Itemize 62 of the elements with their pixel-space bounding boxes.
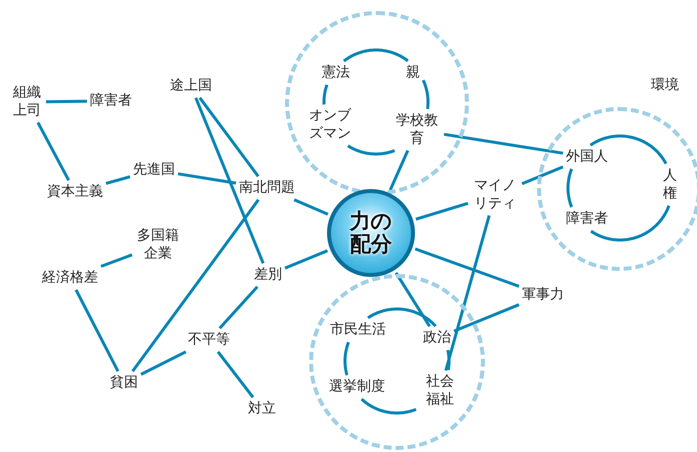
keyword-label: 資本主義 (47, 183, 103, 201)
keyword-label: 外国人 (566, 148, 608, 166)
connector-line (444, 215, 491, 371)
keyword-label: 組織上司 (11, 84, 43, 120)
keyword-label: 障害者 (566, 210, 608, 228)
keyword-label: 学校教育 (393, 112, 441, 148)
keyword-label: 先進国 (133, 161, 175, 179)
ring-arc-connector (342, 48, 409, 62)
ring-arc-connector (590, 134, 668, 164)
connector-line (521, 166, 564, 186)
keyword-label: 貧困 (110, 374, 138, 392)
ring-arc-connector (322, 84, 328, 106)
ring-arc-connector (422, 79, 430, 110)
keyword-label: 市民生活 (330, 321, 386, 339)
connector-line (453, 303, 520, 332)
connector-line (100, 253, 133, 268)
ring-arc-connector (347, 144, 396, 156)
keyword-label: 南北問題 (239, 179, 295, 197)
connector-line (178, 172, 236, 185)
ring-arc-connector (360, 398, 417, 414)
ring-arc-connector (590, 205, 670, 242)
connector-line (106, 175, 130, 185)
ring-arc-connector (367, 308, 437, 328)
keyword-label: 社会福祉 (420, 374, 460, 408)
dashed-group-circle (309, 274, 485, 450)
keyword-label: 障害者 (90, 92, 132, 110)
keyword-label: 不平等 (188, 331, 230, 349)
connector-line (218, 286, 258, 330)
topic-circle: 力の配分 (327, 189, 415, 277)
keyword-label: 親 (406, 64, 420, 82)
connector-line (444, 132, 564, 155)
connector-line (140, 350, 186, 376)
connector-line (216, 350, 254, 398)
connector-line (194, 97, 265, 264)
keyword-label: 選挙制度 (329, 378, 385, 396)
connector-line (46, 100, 88, 104)
ring-arc-connector (344, 341, 350, 376)
keyword-label: マイノリティ (471, 178, 519, 212)
connector-line (415, 202, 468, 221)
connector-line (74, 289, 120, 372)
keyword-label: 差別 (254, 266, 282, 284)
ring-arc-connector (566, 168, 574, 208)
connector-line (131, 198, 260, 372)
keyword-label: 経済格差 (42, 269, 98, 287)
connector-line (284, 249, 328, 270)
dashed-group-circle (537, 107, 697, 271)
keyword-label: オンブズマン (306, 108, 354, 142)
keyword-label: 多国籍企業 (135, 228, 181, 262)
keyword-label: 人権 (656, 168, 684, 202)
keyword-label: 対立 (248, 400, 276, 418)
connector-line (388, 150, 410, 191)
keyword-label: 憲法 (322, 64, 350, 82)
keyword-label: 環境 (651, 76, 679, 94)
connector-line (198, 96, 260, 178)
ring-arc-connector (446, 349, 450, 372)
keyword-label: 途上国 (170, 77, 212, 95)
keyword-label: 軍事力 (522, 286, 564, 304)
connector-line (294, 198, 328, 216)
keyword-label: 政治 (423, 329, 451, 347)
connector-line (394, 272, 431, 328)
connector-line (36, 122, 70, 181)
connector-line (414, 247, 520, 288)
